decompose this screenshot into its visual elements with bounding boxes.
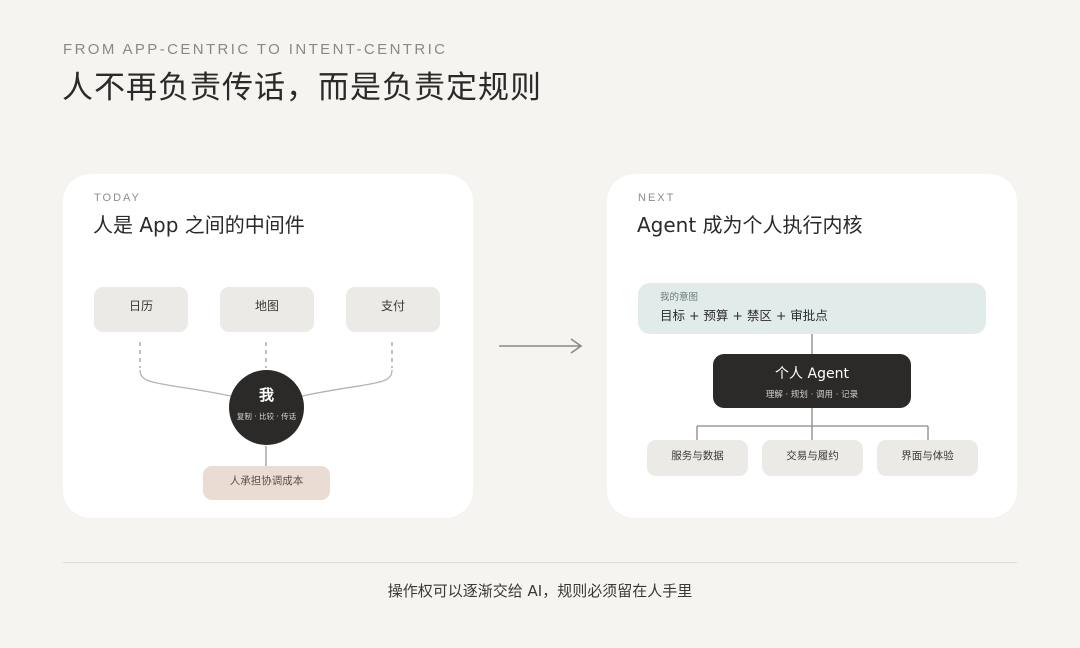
- cost-pill: 人承担协调成本: [203, 466, 330, 500]
- connector-pay-curve: [301, 369, 393, 397]
- service-box-interface: 界面与体验: [877, 440, 978, 476]
- intent-box: 我的意图 目标 + 预算 + 禁区 + 审批点: [638, 283, 986, 334]
- agent-title: 个人 Agent: [775, 365, 849, 382]
- footer-caption: 操作权可以逐渐交给 AI，规则必须留在人手里: [387, 582, 693, 600]
- agent-sublabel: 理解 · 规划 · 调用 · 记录: [765, 389, 859, 400]
- next-eyebrow: NEXT: [638, 192, 676, 204]
- next-card: NEXT Agent 成为个人执行内核 我的意图 目标 + 预算 + 禁区 + …: [607, 174, 1017, 518]
- me-label: 我: [258, 385, 274, 404]
- me-node: 我 复制 · 比较 · 传话: [229, 370, 304, 445]
- today-card: TODAY 人是 App 之间的中间件 日历 地图 支付 我 复制 · 比较 ·…: [63, 174, 473, 518]
- today-connectors: [139, 342, 393, 466]
- service-box-transaction: 交易与履约: [762, 440, 863, 476]
- footer-divider: [63, 562, 1017, 563]
- transition-arrow-icon: [499, 338, 583, 354]
- page-title: 人不再负责传话，而是负责定规则: [62, 70, 542, 106]
- me-sublabel: 复制 · 比较 · 传话: [236, 411, 297, 421]
- app-box-map: 地图: [220, 287, 314, 332]
- app-box-pay: 支付: [346, 287, 440, 332]
- next-title: Agent 成为个人执行内核: [637, 213, 863, 237]
- service-box-data: 服务与数据: [647, 440, 748, 476]
- today-title: 人是 App 之间的中间件: [93, 213, 305, 237]
- next-connectors: [696, 334, 929, 440]
- today-eyebrow: TODAY: [94, 192, 141, 204]
- page-eyebrow: FROM APP-CENTRIC TO INTENT-CENTRIC: [63, 41, 448, 58]
- connector-calendar-curve: [139, 369, 232, 397]
- intent-value: 目标 + 预算 + 禁区 + 审批点: [660, 308, 828, 323]
- app-box-calendar: 日历: [94, 287, 188, 332]
- agent-node: 个人 Agent 理解 · 规划 · 调用 · 记录: [713, 354, 911, 408]
- intent-label: 我的意图: [660, 292, 699, 303]
